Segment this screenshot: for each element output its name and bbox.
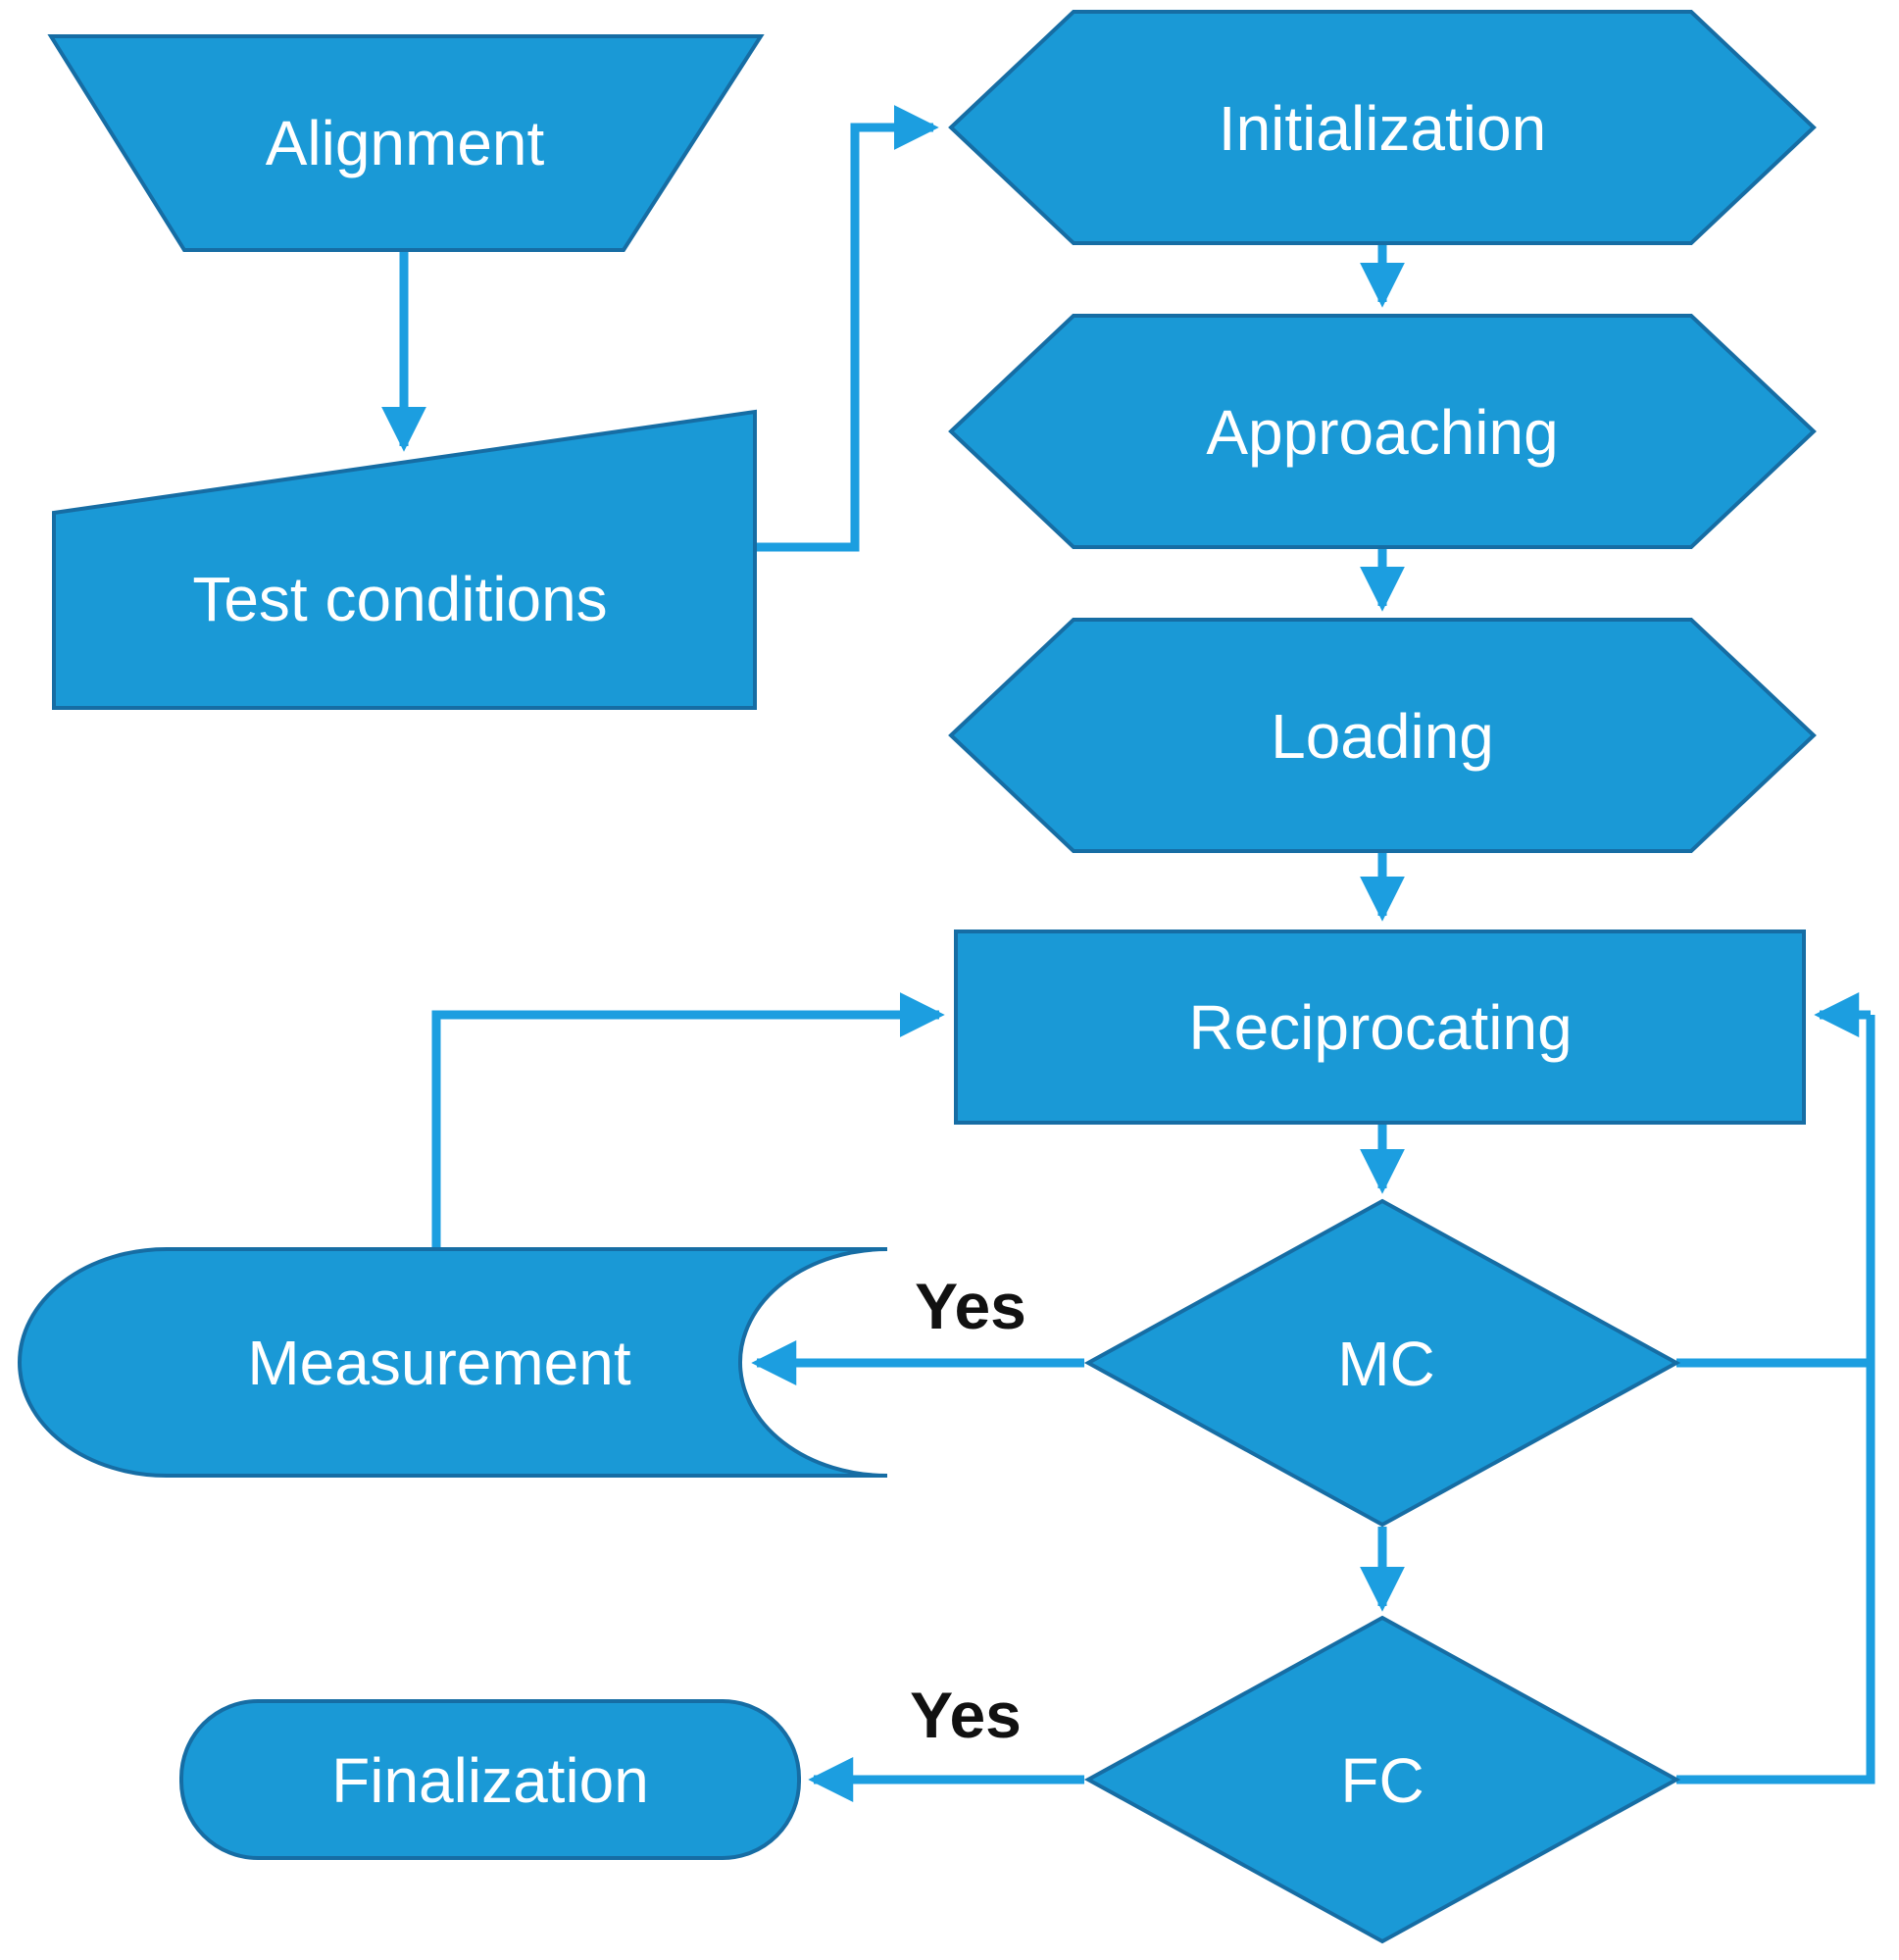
node-alignment-label: Alignment: [266, 108, 545, 178]
node-loading-shape: [948, 618, 1817, 853]
edge-label-mc-yes: Yes: [915, 1270, 1026, 1342]
node-mc-label: MC: [1337, 1329, 1435, 1399]
node-measurement-shape: [18, 1247, 888, 1478]
node-mc-shape: [1083, 1198, 1681, 1528]
node-initialization-label: Initialization: [1219, 93, 1546, 164]
node-finalization-shape: [179, 1699, 801, 1860]
node-finalization-label: Finalization: [331, 1745, 649, 1816]
node-measurement-label: Measurement: [247, 1328, 631, 1398]
node-test-conditions-shape: [52, 409, 757, 710]
node-reciprocating-shape: [954, 930, 1806, 1125]
node-reciprocating-label: Reciprocating: [1188, 992, 1572, 1063]
node-test-conditions-label: Test conditions: [192, 564, 607, 634]
node-alignment-shape: [47, 34, 765, 252]
node-approaching-shape: [948, 314, 1817, 549]
edge-test-conditions-to-initialization: [755, 105, 939, 552]
node-initialization-shape: [948, 10, 1817, 245]
edge-measurement-to-reciprocating: [431, 992, 945, 1247]
edge-fc-no-loop: [1676, 1015, 1875, 1784]
node-loading-label: Loading: [1271, 701, 1494, 772]
node-fc-label: FC: [1340, 1745, 1424, 1816]
edge-label-fc-yes: Yes: [910, 1679, 1022, 1751]
node-approaching-label: Approaching: [1206, 397, 1558, 468]
node-fc-shape: [1083, 1615, 1681, 1944]
